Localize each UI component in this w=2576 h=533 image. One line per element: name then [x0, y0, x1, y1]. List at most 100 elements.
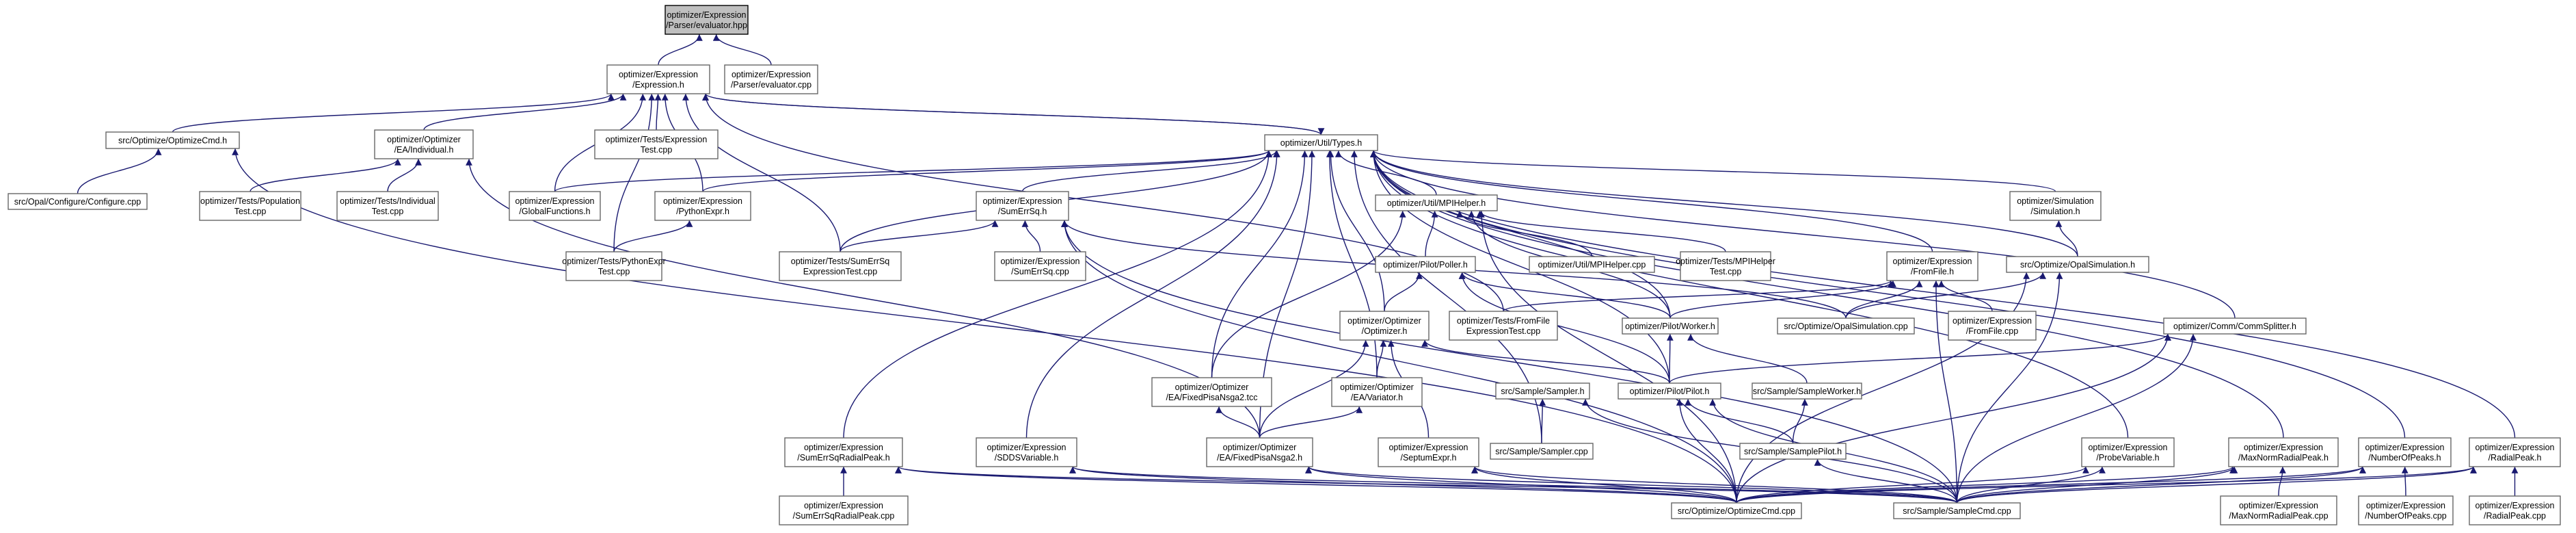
node-optimizer-pilot-worker-h[interactable]: optimizer/Pilot/Worker.h	[1622, 317, 1719, 335]
node-optimizer-expression-numberofpeaks-h[interactable]: optimizer/Expression/NumberOfPeaks.h	[2358, 437, 2452, 467]
node-label-line: Test.cpp	[372, 207, 404, 216]
node-src-optimize-optimizecmd-cpp[interactable]: src/Optimize/OptimizeCmd.cpp	[1671, 502, 1802, 519]
node-label-line: src/Opal/Configure/Configure.cpp	[14, 197, 142, 207]
node-optimizer-pilot-poller-h[interactable]: optimizer/Pilot/Poller.h	[1375, 256, 1476, 273]
node-label-line: /SumErrSq.cpp	[1011, 267, 1069, 276]
node-optimizer-expression-septumexpr-h[interactable]: optimizer/Expression/SeptumExpr.h	[1378, 437, 1479, 467]
node-optimizer-optimizer-ea-fixedpisansga2-tcc[interactable]: optimizer/Optimizer/EA/FixedPisaNsga2.tc…	[1151, 377, 1272, 407]
node-optimizer-expression-maxnormradialpeak-h[interactable]: optimizer/Expression/MaxNormRadialPeak.h	[2228, 437, 2339, 467]
node-box	[976, 191, 1069, 221]
node-box	[1206, 437, 1313, 467]
node-optimizer-expression-numberofpeaks-cpp[interactable]: optimizer/Expression/NumberOfPeaks.cpp	[2358, 495, 2454, 525]
node-optimizer-tests-fromfileexpressiontest-cpp[interactable]: optimizer/Tests/FromFileExpressionTest.c…	[1449, 311, 1558, 341]
node-label-line: optimizer/Tests/Population	[200, 196, 300, 206]
node-box	[374, 129, 474, 159]
node-label-line: /Parser/evaluator.hpp	[666, 21, 747, 30]
node-label-line: optimizer/Comm/CommSplitter.h	[2173, 322, 2296, 331]
node-optimizer-util-types-h[interactable]: optimizer/Util/Types.h	[1264, 134, 1378, 151]
node-src-optimize-optimizecmd-h[interactable]: src/Optimize/OptimizeCmd.h	[105, 131, 240, 149]
node-optimizer-optimizer-ea-fixedpisansga2-h[interactable]: optimizer/Optimizer/EA/FixedPisaNsga2.h	[1206, 437, 1313, 467]
node-optimizer-optimizer-optimizer-h[interactable]: optimizer/Optimizer/Optimizer.h	[1339, 311, 1430, 341]
node-optimizer-optimizer-ea-variator-h[interactable]: optimizer/Optimizer/EA/Variator.h	[1331, 377, 1423, 407]
node-optimizer-tests-expressiontest-cpp[interactable]: optimizer/Tests/ExpressionTest.cpp	[594, 129, 719, 159]
node-optimizer-expression-fromfile-cpp[interactable]: optimizer/Expression/FromFile.cpp	[1948, 311, 2037, 341]
node-optimizer-optimizer-ea-individual-h[interactable]: optimizer/Optimizer/EA/Individual.h	[374, 129, 474, 159]
include-edge	[1503, 280, 1894, 312]
include-edge	[1476, 210, 1726, 252]
node-optimizer-expression-radialpeak-h[interactable]: optimizer/Expression/RadialPeak.h	[2469, 437, 2561, 467]
node-optimizer-expression-fromfile-h[interactable]: optimizer/Expression/FromFile.h	[1886, 251, 1978, 281]
node-label-line: /SumErrSqRadialPeak.h	[797, 453, 890, 463]
node-src-opal-configure-configure-cpp[interactable]: src/Opal/Configure/Configure.cpp	[8, 193, 148, 210]
node-label-line: Test.cpp	[641, 145, 673, 155]
node-optimizer-expression-probevariable-h[interactable]: optimizer/Expression/ProbeVariable.h	[2081, 437, 2175, 467]
include-edge	[658, 34, 703, 66]
node-optimizer-expression-pythonexpr-h[interactable]: optimizer/Expression/PythonExpr.h	[654, 191, 751, 221]
node-optimizer-expression-parser-evaluator-hpp[interactable]: optimizer/Expression/Parser/evaluator.hp…	[665, 5, 749, 35]
node-optimizer-pilot-pilot-h[interactable]: optimizer/Pilot/Pilot.h	[1618, 382, 1721, 400]
node-optimizer-util-mpihelper-h[interactable]: optimizer/Util/MPIHelper.h	[1375, 194, 1498, 211]
node-src-sample-sampler-h[interactable]: src/Sample/Sampler.h	[1495, 382, 1590, 400]
include-edge	[682, 93, 841, 252]
node-label-line: src/Optimize/OpalSimulation.h	[2020, 260, 2135, 270]
node-optimizer-expression-sumerrsqradialpeak-cpp[interactable]: optimizer/Expression/SumErrSqRadialPeak.…	[779, 495, 909, 525]
node-optimizer-expression-sumerrsqradialpeak-h[interactable]: optimizer/Expression/SumErrSqRadialPeak.…	[784, 437, 903, 467]
node-src-optimize-opalsimulation-cpp[interactable]: src/Optimize/OpalSimulation.cpp	[1777, 317, 1915, 335]
include-edge	[1305, 466, 1737, 504]
node-label-line: /FromFile.h	[1911, 267, 1954, 276]
node-src-sample-samplepilot-h[interactable]: src/Sample/SamplePilot.h	[1739, 443, 1847, 460]
node-label-line: /NumberOfPeaks.cpp	[2365, 511, 2447, 521]
node-optimizer-simulation-simulation-h[interactable]: optimizer/Simulation/Simulation.h	[2009, 191, 2102, 221]
node-optimizer-expression-sumerrsq-cpp[interactable]: optimizer/Expression/SumErrSq.cpp	[994, 251, 1086, 281]
node-optimizer-expression-parser-evaluator-cpp[interactable]: optimizer/Expression/Parser/evaluator.cp…	[724, 64, 818, 94]
node-box	[565, 251, 662, 281]
include-edge	[1956, 466, 2477, 504]
node-src-optimize-opalsimulation-h[interactable]: src/Optimize/OpalSimulation.h	[2006, 256, 2149, 273]
node-optimizer-tests-sumerrsqexpressiontest-cpp[interactable]: optimizer/Tests/SumErrSqExpressionTest.c…	[779, 251, 902, 281]
node-src-sample-sampler-cpp[interactable]: src/Sample/Sampler.cpp	[1490, 443, 1594, 460]
node-box	[2006, 256, 2149, 273]
include-edge	[712, 34, 772, 66]
include-edge	[1458, 272, 1671, 319]
node-optimizer-comm-commsplitter-h[interactable]: optimizer/Comm/CommSplitter.h	[2163, 317, 2307, 335]
node-label-line: optimizer/Tests/Individual	[340, 196, 435, 206]
include-edge	[1370, 150, 1671, 319]
node-label-line: src/Sample/SampleWorker.h	[1753, 387, 1861, 396]
node-optimizer-expression-expression-h[interactable]: optimizer/Expression/Expression.h	[606, 64, 710, 94]
node-label-line: /EA/FixedPisaNsga2.tcc	[1166, 393, 1257, 402]
node-optimizer-expression-sddsvariable-h[interactable]: optimizer/Expression/SDDSVariable.h	[976, 437, 1077, 467]
include-edge	[554, 150, 1272, 192]
node-src-sample-sampleworker-h[interactable]: src/Sample/SampleWorker.h	[1752, 382, 1862, 400]
node-box	[2469, 495, 2561, 525]
node-box	[606, 64, 710, 94]
node-box	[1671, 502, 1802, 519]
node-optimizer-expression-globalfunctions-h[interactable]: optimizer/Expression/GlobalFunctions.h	[509, 191, 601, 221]
node-label-line: /ProbeVariable.h	[2096, 453, 2159, 463]
include-edge	[387, 158, 422, 192]
include-edge	[1937, 280, 1993, 312]
node-label-line: /EA/FixedPisaNsga2.h	[1217, 453, 1302, 463]
include-edge	[1933, 280, 1958, 504]
include-edge	[1687, 333, 1808, 384]
node-box	[1680, 251, 1771, 281]
node-label-line: optimizer/Optimizer	[387, 135, 461, 144]
node-label-line: optimizer/Tests/FromFile	[1457, 316, 1550, 326]
include-edge	[1069, 466, 1737, 504]
node-optimizer-expression-radialpeak-cpp[interactable]: optimizer/Expression/RadialPeak.cpp	[2469, 495, 2561, 525]
node-optimizer-expression-sumerrsq-h[interactable]: optimizer/Expression/SumErrSq.h	[976, 191, 1069, 221]
node-optimizer-expression-maxnormradialpeak-cpp[interactable]: optimizer/Expression/MaxNormRadialPeak.c…	[2220, 495, 2337, 525]
node-optimizer-util-mpihelper-cpp[interactable]: optimizer/Util/MPIHelper.cpp	[1529, 256, 1655, 273]
node-label-line: optimizer/Expression	[667, 10, 746, 20]
node-box	[976, 437, 1077, 467]
node-label-line: src/Sample/Sampler.cpp	[1495, 447, 1588, 456]
include-edge	[1736, 466, 2089, 504]
include-edge	[1305, 466, 1958, 504]
include-edge	[1259, 339, 1369, 439]
node-label-line: src/Optimize/OptimizeCmd.h	[118, 136, 227, 146]
node-src-sample-samplecmd-cpp[interactable]: src/Sample/SampleCmd.cpp	[1893, 502, 2021, 519]
